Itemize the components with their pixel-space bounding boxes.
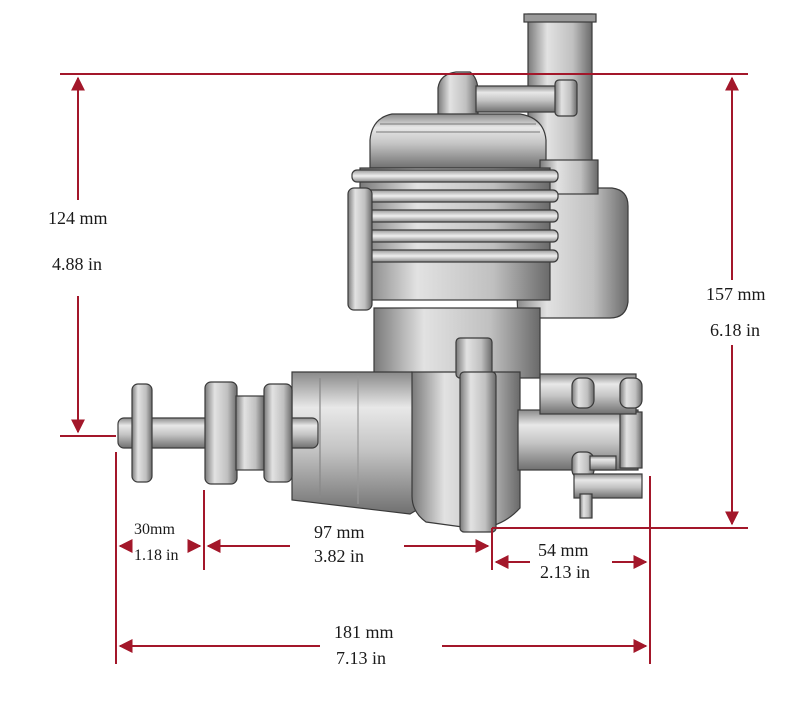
body-length-mm: 97 mm bbox=[314, 522, 365, 542]
prop-hub-in: 1.18 in bbox=[134, 547, 178, 564]
body-length-in: 3.82 in bbox=[314, 546, 364, 566]
dimension-labels: 124 mm 4.88 in 157 mm 6.18 in 30mm 1.18 … bbox=[48, 208, 766, 668]
dimension-lines bbox=[60, 73, 748, 664]
height-to-shaft-in: 4.88 in bbox=[52, 254, 102, 274]
mounting-studs bbox=[571, 377, 643, 479]
prop-washer bbox=[131, 383, 153, 483]
overall-length-mm: 181 mm bbox=[334, 622, 394, 642]
overall-length-in: 7.13 in bbox=[336, 648, 386, 668]
fin-lines bbox=[351, 169, 559, 263]
overall-height-in: 6.18 in bbox=[710, 320, 760, 340]
spark-plug-cap bbox=[437, 71, 479, 121]
height-to-shaft-mm: 124 mm bbox=[48, 208, 108, 228]
rear-length-mm: 54 mm bbox=[538, 540, 589, 560]
prop-hub-front bbox=[204, 381, 238, 485]
prop-hub-mm: 30mm bbox=[134, 521, 175, 538]
cylinder-head bbox=[369, 113, 547, 169]
rear-length-in: 2.13 in bbox=[540, 562, 590, 582]
overall-height-mm: 157 mm bbox=[706, 284, 766, 304]
prop-hub-rear bbox=[263, 383, 293, 483]
engine-illustration bbox=[117, 13, 643, 533]
